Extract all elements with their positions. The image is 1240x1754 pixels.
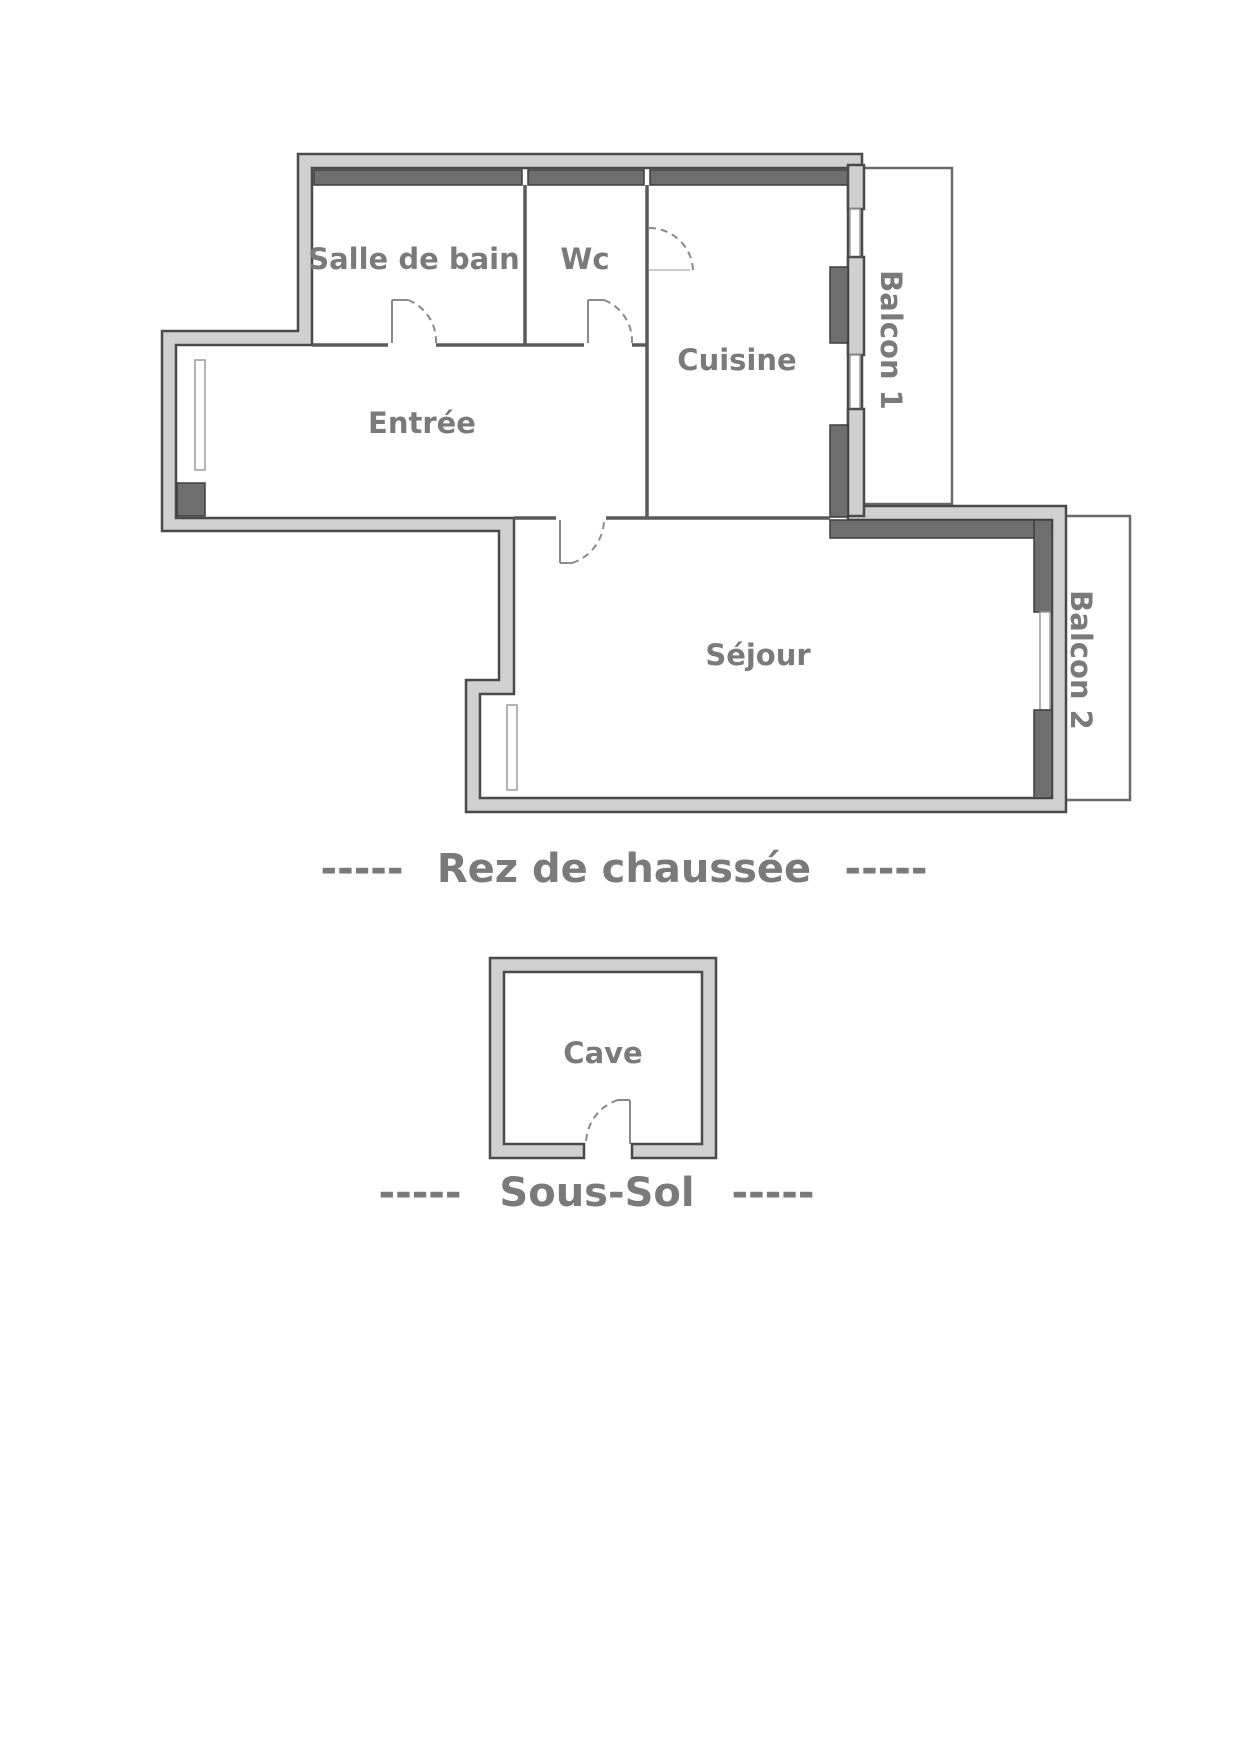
entree-dark-block	[176, 482, 206, 517]
basement-caption-title: Sous-Sol	[499, 1170, 694, 1216]
room-label-balcon-2: Balcon 2	[1064, 590, 1098, 730]
sejour-door[interactable]	[559, 519, 605, 564]
ground-caption-title: Rez de chaussée	[437, 846, 811, 892]
kitchen-counter	[829, 424, 849, 518]
room-label-sejour: Séjour	[705, 638, 811, 672]
top-wall-segment-3	[649, 169, 849, 186]
room-label-cave: Cave	[563, 1036, 642, 1070]
wc-door[interactable]	[587, 299, 634, 344]
room-label-entree: Entrée	[368, 406, 476, 440]
kitchen-window-1	[849, 208, 861, 258]
kitchen-wall-pier-2	[846, 255, 866, 357]
ground-floor-plan: Salle de bain Wc Cuisine Entrée Séjour B…	[160, 152, 1132, 814]
basement-caption: ----- Sous-Sol -----	[378, 1170, 814, 1216]
sejour-top-wall	[829, 519, 1053, 539]
kitchen-wall-pier-3	[846, 407, 866, 518]
ground-caption-dashes-right: -----	[844, 846, 927, 892]
exterior-walls	[160, 152, 1068, 814]
cave-walls	[488, 956, 718, 1160]
basement-plan: Cave	[488, 956, 718, 1160]
ground-caption-dashes-left: -----	[320, 846, 403, 892]
kitchen-wall-pier-1	[846, 163, 866, 211]
sejour-left-window	[506, 704, 518, 791]
entree-window	[194, 359, 206, 471]
sejour-right-wall-upper	[1033, 519, 1053, 613]
sejour-right-wall-lower	[1033, 709, 1053, 799]
room-label-wc: Wc	[560, 242, 609, 276]
kitchen-door[interactable]	[648, 226, 694, 271]
room-label-balcon-1: Balcon 1	[874, 270, 908, 410]
room-label-salle-de-bain: Salle de bain	[308, 242, 520, 276]
kitchen-cabinet	[829, 266, 849, 344]
bathroom-door[interactable]	[391, 299, 438, 344]
sejour-window	[1039, 611, 1051, 711]
kitchen-window-2	[849, 354, 861, 410]
basement-caption-dashes-left: -----	[378, 1170, 461, 1216]
ground-floor-caption: ----- Rez de chaussée -----	[320, 846, 927, 892]
room-label-cuisine: Cuisine	[677, 343, 796, 377]
cave-door[interactable]	[584, 1099, 631, 1145]
basement-caption-dashes-right: -----	[731, 1170, 814, 1216]
top-wall-segment-2	[527, 169, 645, 186]
top-wall-segment-1	[313, 169, 523, 186]
